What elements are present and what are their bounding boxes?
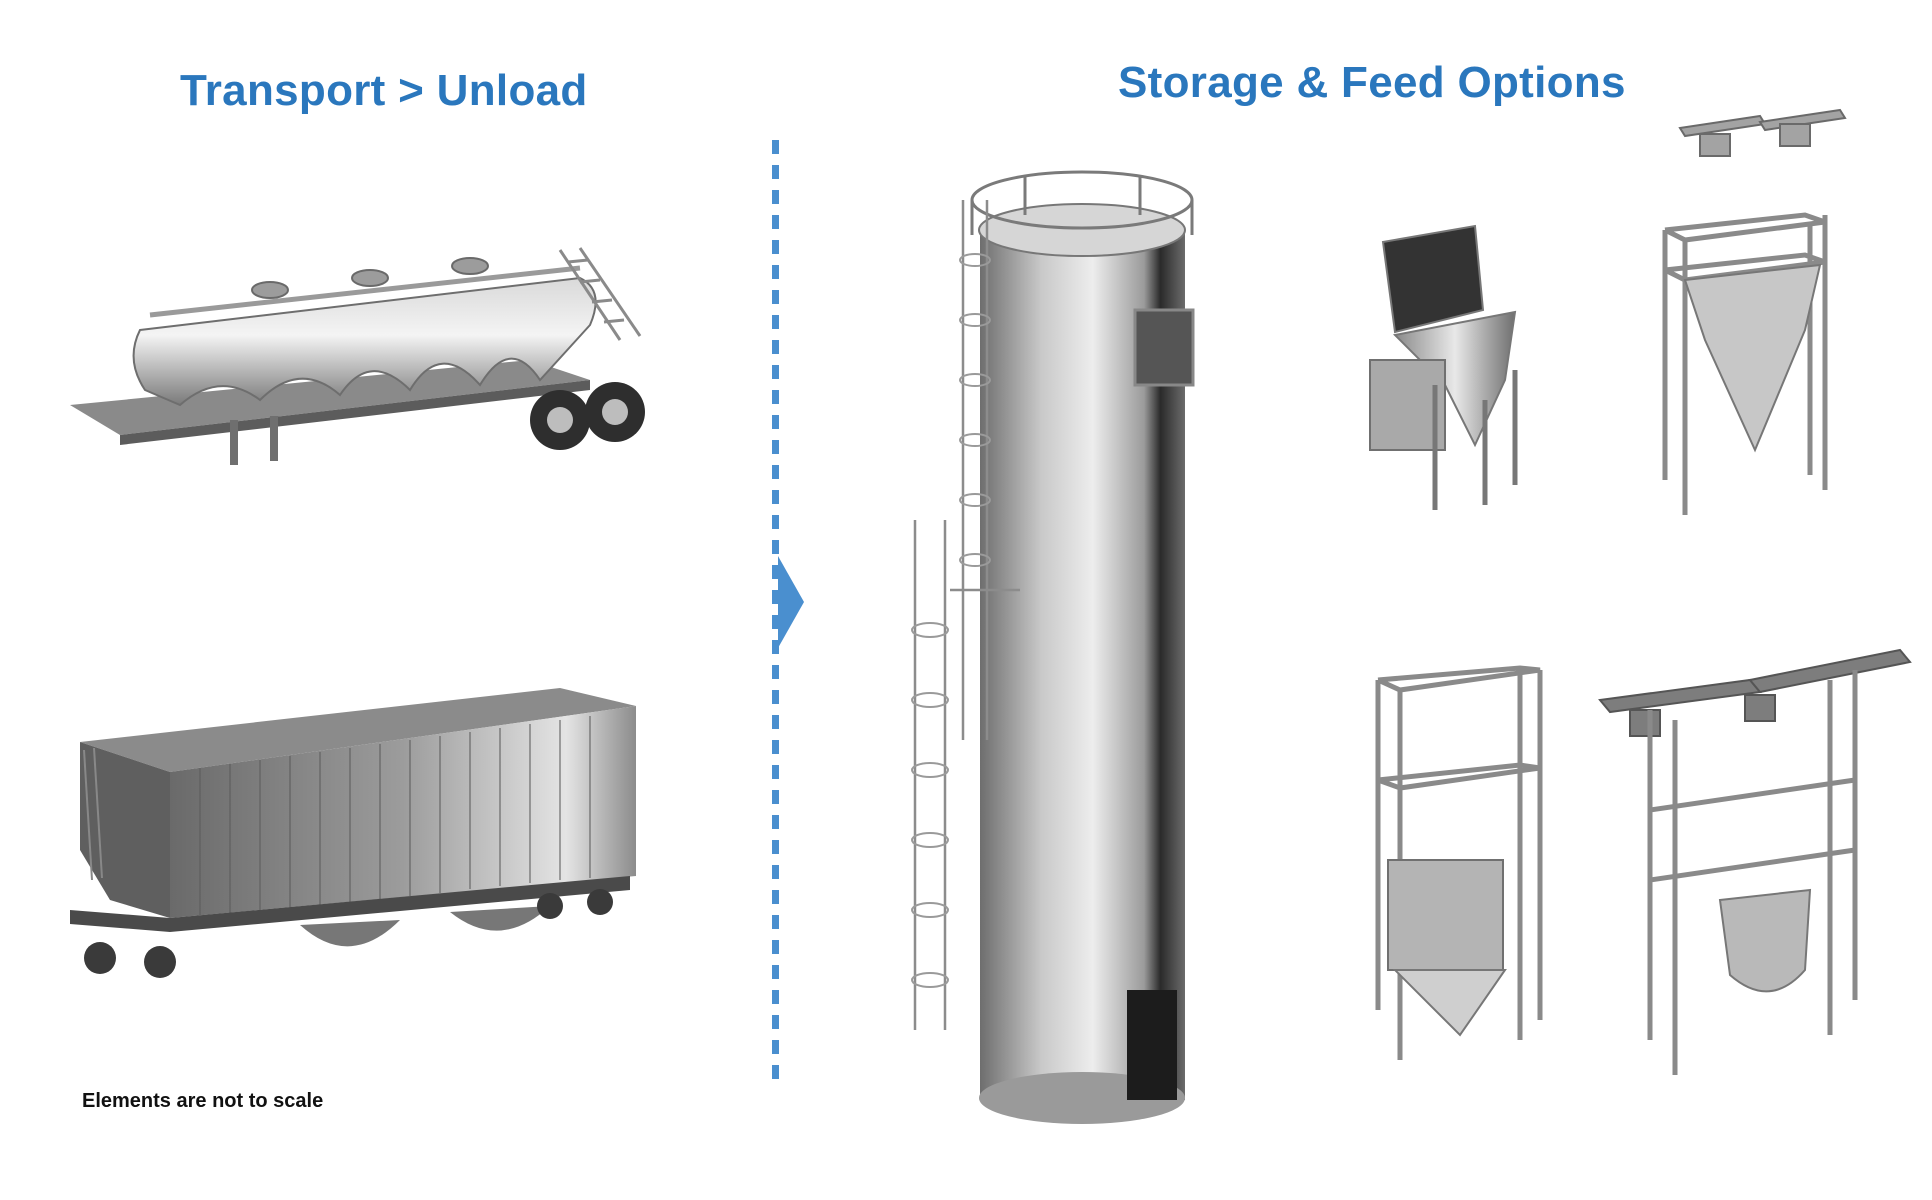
storage-silo-illustration [911,170,1195,1124]
bulk-bag-filler-illustration [1598,648,1912,1075]
bag-dump-station-illustration [1369,224,1518,510]
hopper-railcar-illustration [70,688,636,978]
bulk-bag-discharger-illustration [1662,212,1828,515]
flow-arrow-icon [778,556,804,648]
storage-feed-options-heading: Storage & Feed Options [1118,58,1626,107]
transport-unload-heading: Transport > Unload [180,66,588,115]
pneumatic-tanker-trailer-illustration [70,247,645,465]
overhead-hoist-illustration [1678,108,1847,157]
bulk-bag-unloader-illustration [1375,665,1543,1060]
section-divider [772,140,779,1080]
scale-note: Elements are not to scale [82,1090,324,1112]
